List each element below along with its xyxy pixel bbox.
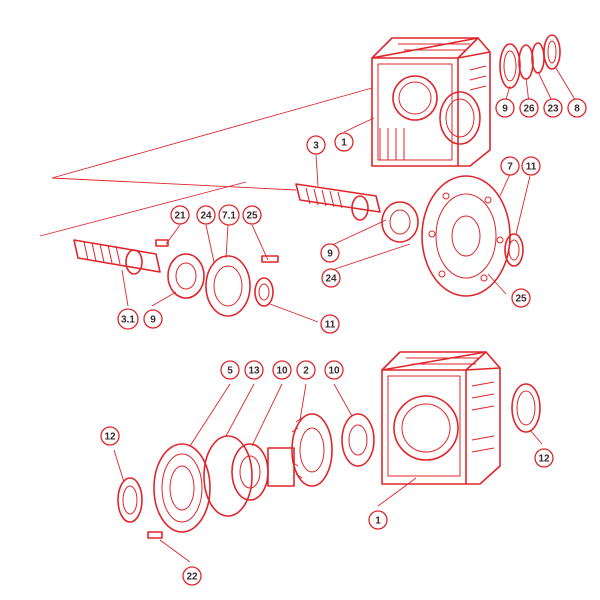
svg-text:25: 25 xyxy=(246,211,258,222)
callout-10-b: 10 xyxy=(324,360,344,380)
svg-text:3: 3 xyxy=(313,141,319,152)
callout-21: 21 xyxy=(170,205,190,225)
svg-text:12: 12 xyxy=(104,432,116,443)
svg-text:1: 1 xyxy=(341,138,347,149)
callout-2: 2 xyxy=(296,360,316,380)
callout-12-right: 12 xyxy=(534,448,554,468)
svg-text:7.1: 7.1 xyxy=(222,211,236,222)
svg-text:11: 11 xyxy=(526,162,537,173)
callout-26: 26 xyxy=(519,98,539,118)
callout-9-left: 9 xyxy=(143,309,163,329)
top-gearbox-housing xyxy=(371,37,491,167)
svg-text:10: 10 xyxy=(276,366,288,377)
svg-text:9: 9 xyxy=(150,315,156,326)
svg-text:8: 8 xyxy=(574,104,580,115)
callout-11-top: 11 xyxy=(521,156,541,176)
svg-text:9: 9 xyxy=(502,104,508,115)
callout-11-mid: 11 xyxy=(320,314,340,334)
callout-8: 8 xyxy=(567,98,587,118)
callout-3: 3 xyxy=(306,135,326,155)
svg-text:24: 24 xyxy=(200,211,212,222)
callout-7-1: 7.1 xyxy=(218,204,240,226)
bottom-right-seal-ring xyxy=(511,383,541,433)
svg-text:3.1: 3.1 xyxy=(121,315,135,326)
svg-text:5: 5 xyxy=(227,366,233,377)
svg-text:9: 9 xyxy=(327,249,333,260)
callout-12-left: 12 xyxy=(100,426,120,446)
bottom-output-assembly xyxy=(117,413,375,539)
top-seal-rings xyxy=(499,34,561,89)
svg-text:24: 24 xyxy=(325,274,337,285)
callout-25-top: 25 xyxy=(242,205,262,225)
svg-text:11: 11 xyxy=(325,320,336,331)
bottom-gearbox-housing xyxy=(381,351,501,485)
svg-text:7: 7 xyxy=(507,162,513,173)
worm-shaft-lower xyxy=(73,239,279,317)
svg-text:2: 2 xyxy=(303,366,309,377)
callout-10-a: 10 xyxy=(272,360,292,380)
svg-text:25: 25 xyxy=(515,294,527,305)
callout-7: 7 xyxy=(500,156,520,176)
callout-24-top: 24 xyxy=(196,205,216,225)
svg-text:10: 10 xyxy=(328,366,340,377)
callout-5: 5 xyxy=(220,360,240,380)
callout-3-1: 3.1 xyxy=(117,308,139,330)
flange-7 xyxy=(421,175,524,297)
svg-text:23: 23 xyxy=(547,104,559,115)
svg-text:22: 22 xyxy=(186,572,198,583)
callout-9-top: 9 xyxy=(495,98,515,118)
leader-lines xyxy=(113,67,578,563)
callout-1-top: 1 xyxy=(334,132,354,152)
svg-text:26: 26 xyxy=(523,104,535,115)
callout-1-bottom: 1 xyxy=(368,510,388,530)
svg-text:1: 1 xyxy=(375,516,381,527)
svg-text:21: 21 xyxy=(174,211,186,222)
callout-22: 22 xyxy=(182,566,202,586)
callout-25-right: 25 xyxy=(511,288,531,308)
svg-text:13: 13 xyxy=(248,366,260,377)
callout-9-mid: 9 xyxy=(320,243,340,263)
svg-text:12: 12 xyxy=(538,454,550,465)
callout-13: 13 xyxy=(244,360,264,380)
callout-23: 23 xyxy=(543,98,563,118)
callout-24-mid: 24 xyxy=(321,268,341,288)
